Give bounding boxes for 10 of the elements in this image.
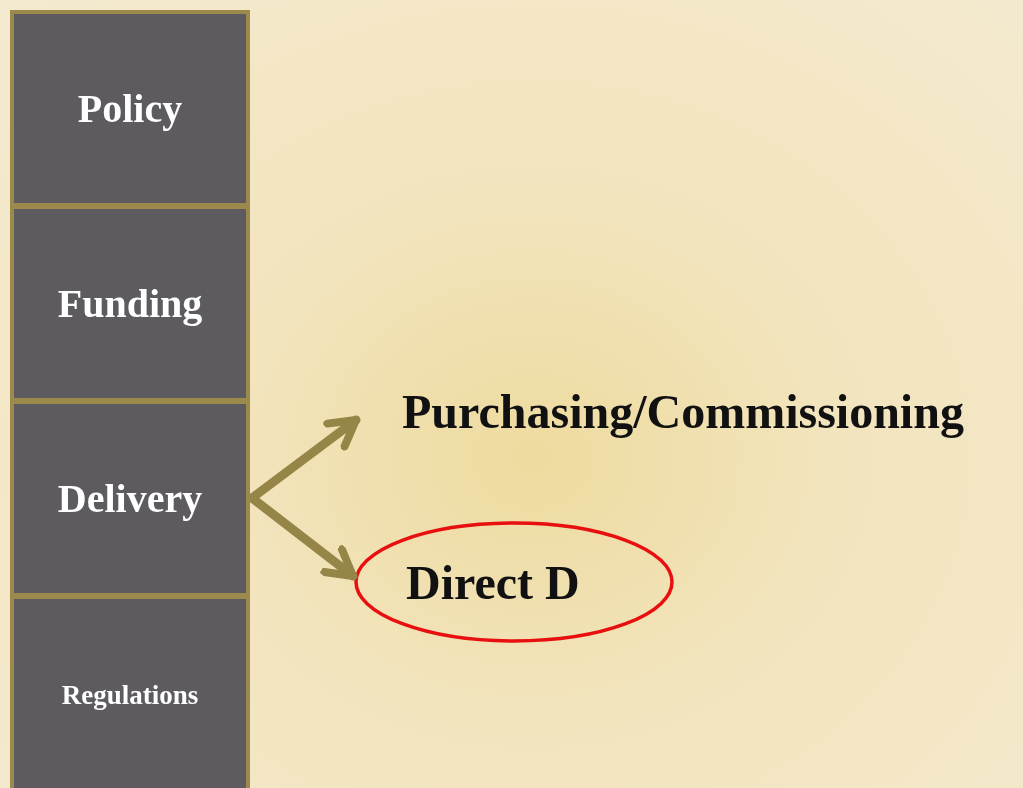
band-label: Delivery	[57, 475, 203, 522]
target-label: Purchasing/Commissioning	[402, 385, 1014, 437]
category-band	[10, 10, 250, 207]
category-band	[10, 400, 250, 597]
band-label: Funding	[57, 280, 203, 327]
highlighted-label: Direct D	[406, 554, 580, 610]
band-label: Regulations	[61, 679, 199, 711]
band-label: Policy	[77, 85, 183, 132]
category-band	[10, 205, 250, 402]
category-band	[10, 595, 250, 788]
